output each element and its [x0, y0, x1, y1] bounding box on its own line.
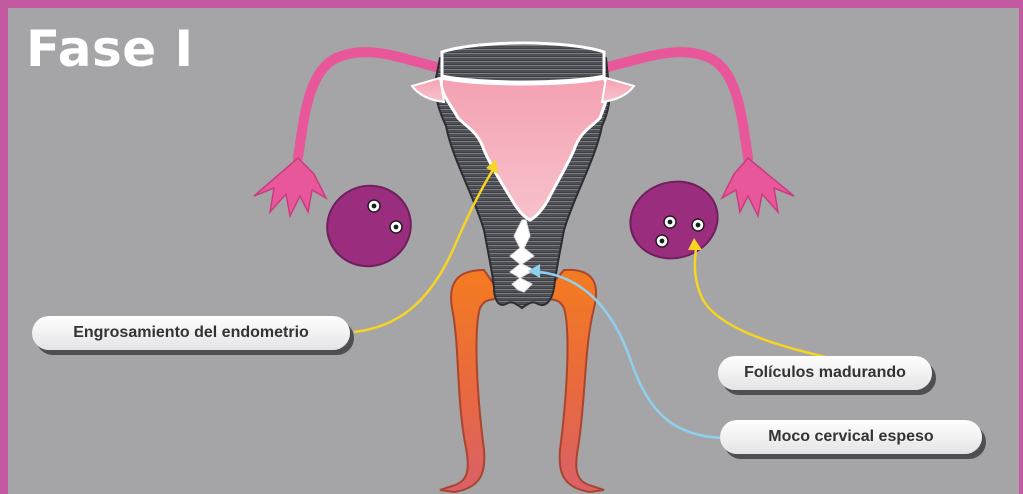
- phase-title: Fase I: [26, 24, 194, 74]
- label-endometrium-thickening: Engrosamiento del endometrio: [32, 316, 350, 350]
- left-ovary: [317, 175, 422, 277]
- label-thick-cervical-mucus: Moco cervical espeso: [720, 420, 982, 454]
- arrow-follicles: [688, 238, 830, 358]
- right-ovary: [622, 172, 727, 268]
- label-maturing-follicles: Folículos madurando: [718, 356, 932, 390]
